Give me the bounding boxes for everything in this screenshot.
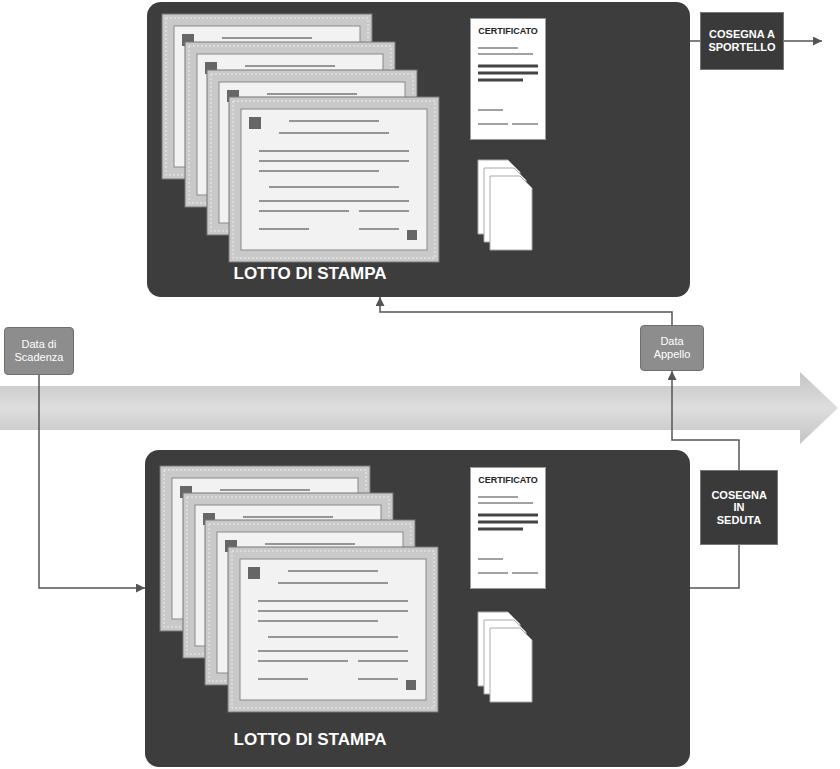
flow-connector bbox=[39, 375, 145, 588]
box-label: Data di Scadenza bbox=[10, 338, 68, 363]
delivery-box: COSEGNA A SPORTELLO bbox=[700, 12, 784, 70]
panel-label: LOTTO DI STAMPA bbox=[145, 730, 475, 750]
box-label: Data Appello bbox=[648, 335, 696, 360]
flow-connector bbox=[690, 545, 739, 588]
flow-connector bbox=[380, 297, 672, 325]
document-title: CERTIFICATO bbox=[478, 475, 538, 485]
document-title: CERTIFICATO bbox=[478, 26, 538, 36]
box-label: COSEGNA A SPORTELLO bbox=[708, 28, 775, 53]
exit-arrow bbox=[782, 40, 822, 42]
date-box: Data Appello bbox=[640, 325, 704, 371]
timeline-arrow bbox=[0, 372, 838, 444]
panel-label: LOTTO DI STAMPA bbox=[147, 264, 473, 284]
box-label: COSEGNA IN SEDUTA bbox=[711, 489, 766, 527]
date-box: Data di Scadenza bbox=[4, 327, 74, 375]
delivery-box: COSEGNA IN SEDUTA bbox=[700, 470, 778, 545]
flow-connector bbox=[690, 40, 700, 42]
